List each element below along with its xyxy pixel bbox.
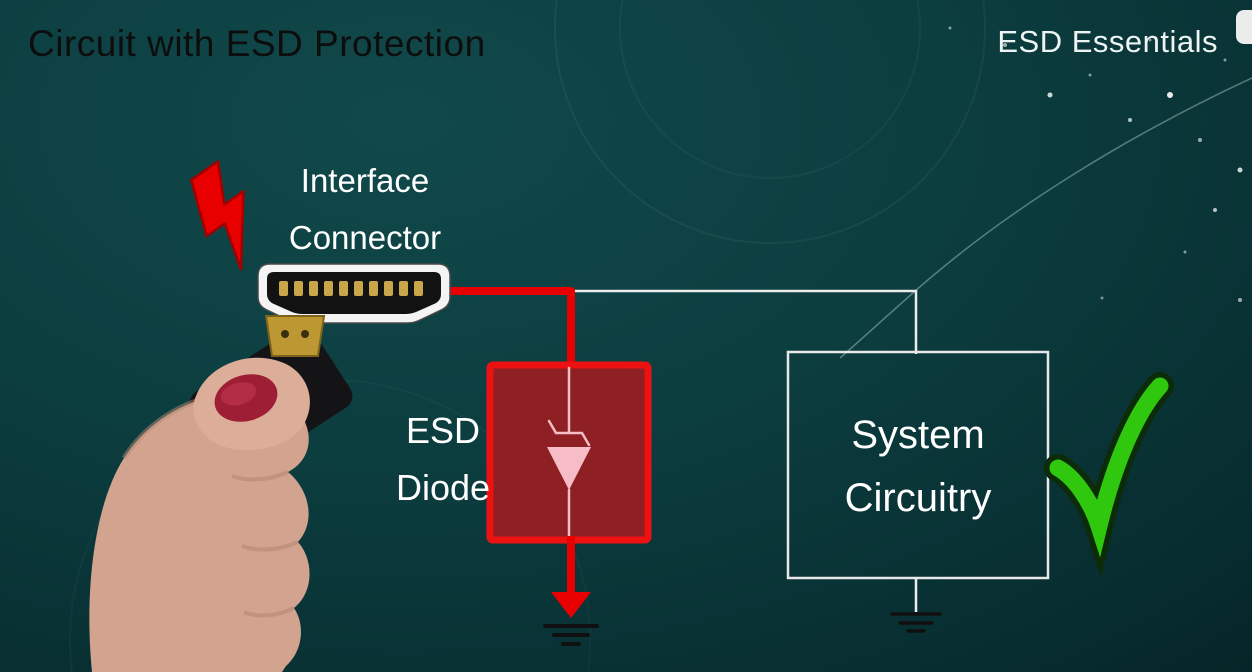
sparkles-decoration bbox=[948, 26, 1243, 302]
slide-title: Circuit with ESD Protection bbox=[28, 23, 486, 64]
esd-diode-label: ESD Diode bbox=[368, 402, 518, 516]
red-wire bbox=[446, 287, 575, 368]
system-circuitry-label: System Circuitry bbox=[790, 404, 1046, 530]
ground-symbol-right bbox=[890, 612, 942, 633]
brand-text: ESD Essentials bbox=[997, 24, 1218, 59]
system-label-line2: Circuitry bbox=[844, 476, 992, 520]
diode-label-line2: Diode bbox=[395, 467, 491, 508]
connector-label-line2: Connector bbox=[288, 219, 442, 256]
white-wire bbox=[560, 289, 918, 354]
tvs-zener-diode-symbol bbox=[547, 366, 591, 539]
system-label-line1: System bbox=[851, 413, 985, 457]
connector-label-line1: Interface bbox=[300, 162, 430, 199]
hdmi-connector-icon bbox=[257, 263, 451, 324]
green-check-icon bbox=[1044, 372, 1174, 578]
interface-connector-label: Interface Connector bbox=[240, 152, 490, 266]
light-streak-decoration bbox=[839, 77, 1252, 359]
ground-symbol-left bbox=[543, 624, 599, 646]
red-arrowhead bbox=[551, 592, 591, 618]
channel-logo-partial bbox=[1236, 10, 1252, 44]
diode-label-line1: ESD bbox=[405, 410, 481, 451]
background-rings-decoration bbox=[554, 0, 986, 244]
esd-strike-lightning-icon bbox=[189, 160, 245, 271]
hand-holding-hdmi-cable-photo bbox=[89, 315, 353, 672]
